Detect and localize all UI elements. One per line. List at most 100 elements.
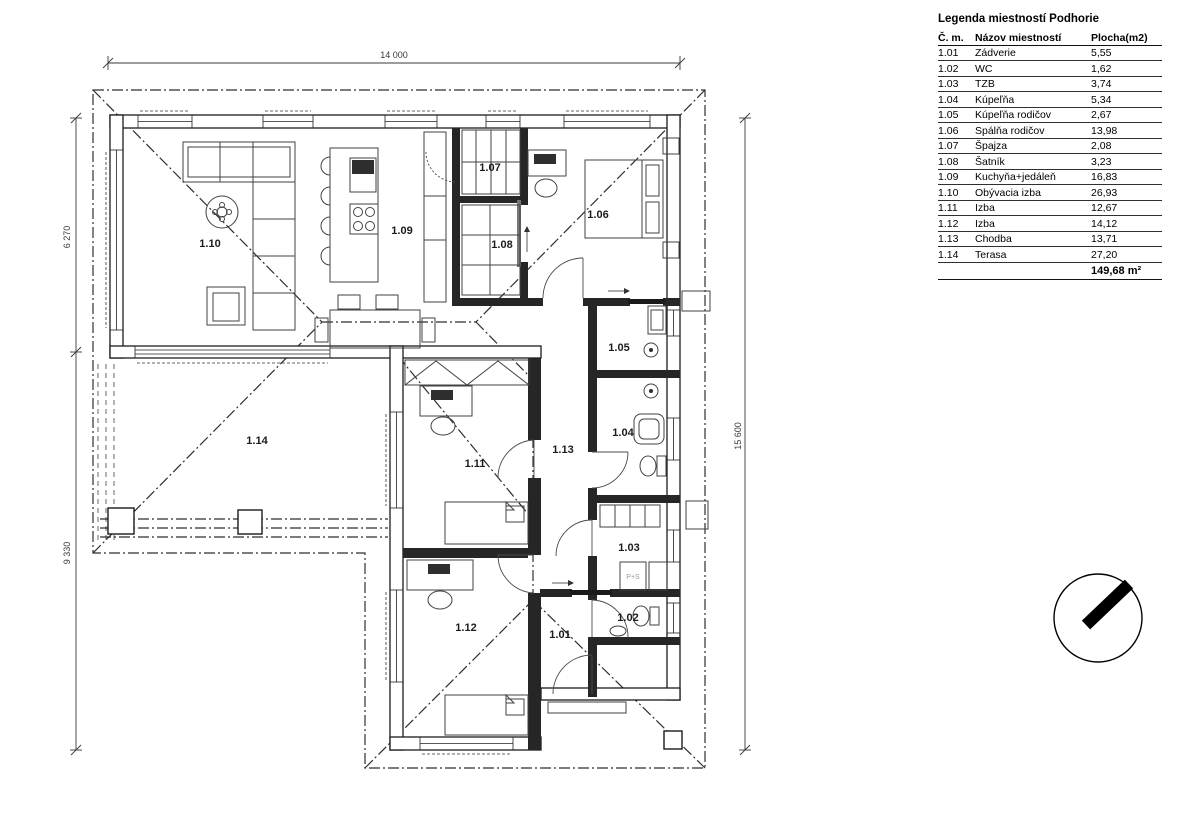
legend-table: Legenda miestností Podhorie Č. m. Názov … bbox=[938, 13, 1162, 280]
legend-cell: 1.09 bbox=[938, 171, 959, 183]
legend-cell: 1.05 bbox=[938, 109, 959, 121]
terrace-glazing bbox=[134, 345, 331, 364]
legend-cell: 14,12 bbox=[1091, 217, 1118, 230]
dim-left-upper-label: 6 270 bbox=[62, 226, 72, 249]
legend-cell: Kuchyňa+jedáleň bbox=[975, 171, 1056, 183]
bathroom-parents bbox=[643, 305, 667, 358]
legend-cell: Kúpeľňa bbox=[975, 93, 1015, 106]
desk bbox=[406, 559, 474, 610]
arrow-icon bbox=[624, 288, 630, 294]
room-label-1-10: 1.10 bbox=[199, 238, 220, 250]
room-label-1-07: 1.07 bbox=[479, 162, 500, 174]
entry-step bbox=[547, 701, 627, 714]
room-label-1-08: 1.08 bbox=[491, 239, 512, 251]
room-label-1-14: 1.14 bbox=[246, 435, 268, 447]
porch-column bbox=[663, 730, 683, 750]
window bbox=[385, 411, 404, 509]
legend-cell: 5,55 bbox=[1091, 47, 1112, 59]
legend-cell: 1.12 bbox=[938, 217, 959, 230]
bathroom bbox=[633, 383, 667, 477]
washer bbox=[619, 561, 647, 591]
window bbox=[419, 736, 514, 755]
legend-cell: 27,20 bbox=[1091, 248, 1118, 261]
legend-cell: 13,98 bbox=[1091, 124, 1118, 137]
legend-cell: 16,83 bbox=[1091, 171, 1118, 183]
dim-left-lower-label: 9 330 bbox=[62, 542, 72, 565]
legend-total-value: 149,68 m² bbox=[1091, 264, 1142, 277]
legend-col-area: Plocha(m2) bbox=[1091, 31, 1148, 44]
desk bbox=[527, 149, 567, 198]
room-label-1-04: 1.04 bbox=[612, 427, 634, 439]
legend-cell: 3,74 bbox=[1091, 78, 1112, 90]
legend-cell: 13,71 bbox=[1091, 233, 1118, 245]
furniture: P+S bbox=[182, 129, 680, 736]
window bbox=[384, 110, 438, 129]
windows bbox=[105, 110, 681, 755]
interior-walls bbox=[403, 128, 680, 750]
window bbox=[262, 110, 314, 129]
legend-cell: 1.04 bbox=[938, 93, 959, 106]
legend-row: 1.13 Chodba 13,71 bbox=[938, 232, 1162, 247]
legend-row: 1.12 Izba 14,12 bbox=[938, 216, 1162, 232]
room-label-1-02: 1.02 bbox=[617, 612, 638, 624]
legend-cell: 1.01 bbox=[938, 47, 959, 59]
legend-cell: 3,23 bbox=[1091, 155, 1112, 168]
sliding-door-sill bbox=[570, 590, 612, 595]
legend-cell: Obývacia izba bbox=[975, 186, 1041, 199]
window bbox=[485, 110, 521, 129]
room-label-1-11: 1.11 bbox=[465, 458, 486, 470]
legend-cell: 1.06 bbox=[938, 124, 959, 137]
pantry-shelves bbox=[461, 129, 521, 195]
legend-col-name: Názov miestností bbox=[975, 31, 1062, 44]
dim-right-label: 15 600 bbox=[733, 422, 743, 450]
legend-row: 1.09 Kuchyňa+jedáleň 16,83 bbox=[938, 170, 1162, 185]
room-label-1-09: 1.09 bbox=[391, 225, 412, 237]
legend-cell: Kúpeľňa rodičov bbox=[975, 109, 1052, 121]
legend-cell: Chodba bbox=[975, 233, 1012, 245]
legend-row: 1.06 Spálňa rodičov 13,98 bbox=[938, 123, 1162, 139]
dimension-right: 15 600 bbox=[733, 112, 751, 756]
legend-cell: 2,08 bbox=[1091, 140, 1112, 152]
wc bbox=[609, 605, 660, 637]
room-label-1-03: 1.03 bbox=[618, 542, 639, 554]
double-bed bbox=[584, 137, 680, 259]
window bbox=[105, 149, 124, 331]
arrow-icon bbox=[524, 226, 530, 232]
legend-cell: WC bbox=[975, 62, 993, 75]
exterior-unit bbox=[685, 500, 709, 530]
arrow-icon bbox=[568, 580, 574, 586]
single-bed bbox=[444, 693, 529, 736]
sliding-door-sill bbox=[628, 299, 665, 304]
legend-row: 1.04 Kúpeľňa 5,34 bbox=[938, 92, 1162, 108]
legend-cell: 5,34 bbox=[1091, 93, 1112, 106]
room-label-1-01: 1.01 bbox=[549, 629, 570, 641]
sofa bbox=[182, 141, 296, 331]
terrace-column bbox=[237, 509, 263, 535]
legend-cell: 12,67 bbox=[1091, 202, 1118, 214]
kitchen-island bbox=[320, 147, 379, 283]
dimension-top: 14 000 bbox=[102, 50, 686, 70]
legend-cell: Izba bbox=[975, 217, 995, 230]
dim-top-label: 14 000 bbox=[380, 50, 408, 60]
pocket-door bbox=[517, 200, 521, 267]
side-step bbox=[681, 290, 711, 312]
room-labels: 1.01 1.02 1.03 1.04 1.05 1.06 1.07 1.08 … bbox=[199, 162, 639, 641]
legend-row: 1.05 Kúpeľňa rodičov 2,67 bbox=[938, 108, 1162, 123]
legend-cell: Terasa bbox=[975, 248, 1007, 261]
legend-cell: 26,93 bbox=[1091, 186, 1118, 199]
terrace bbox=[97, 364, 388, 540]
legend-title: Legenda miestností Podhorie bbox=[938, 13, 1100, 25]
wardrobe-row bbox=[404, 359, 530, 386]
legend-cell: 1.13 bbox=[938, 233, 959, 245]
terrace-column bbox=[107, 507, 135, 535]
legend-cell: 2,67 bbox=[1091, 109, 1112, 121]
legend-cell: Spálňa rodičov bbox=[975, 124, 1045, 137]
dining-table bbox=[314, 294, 436, 349]
